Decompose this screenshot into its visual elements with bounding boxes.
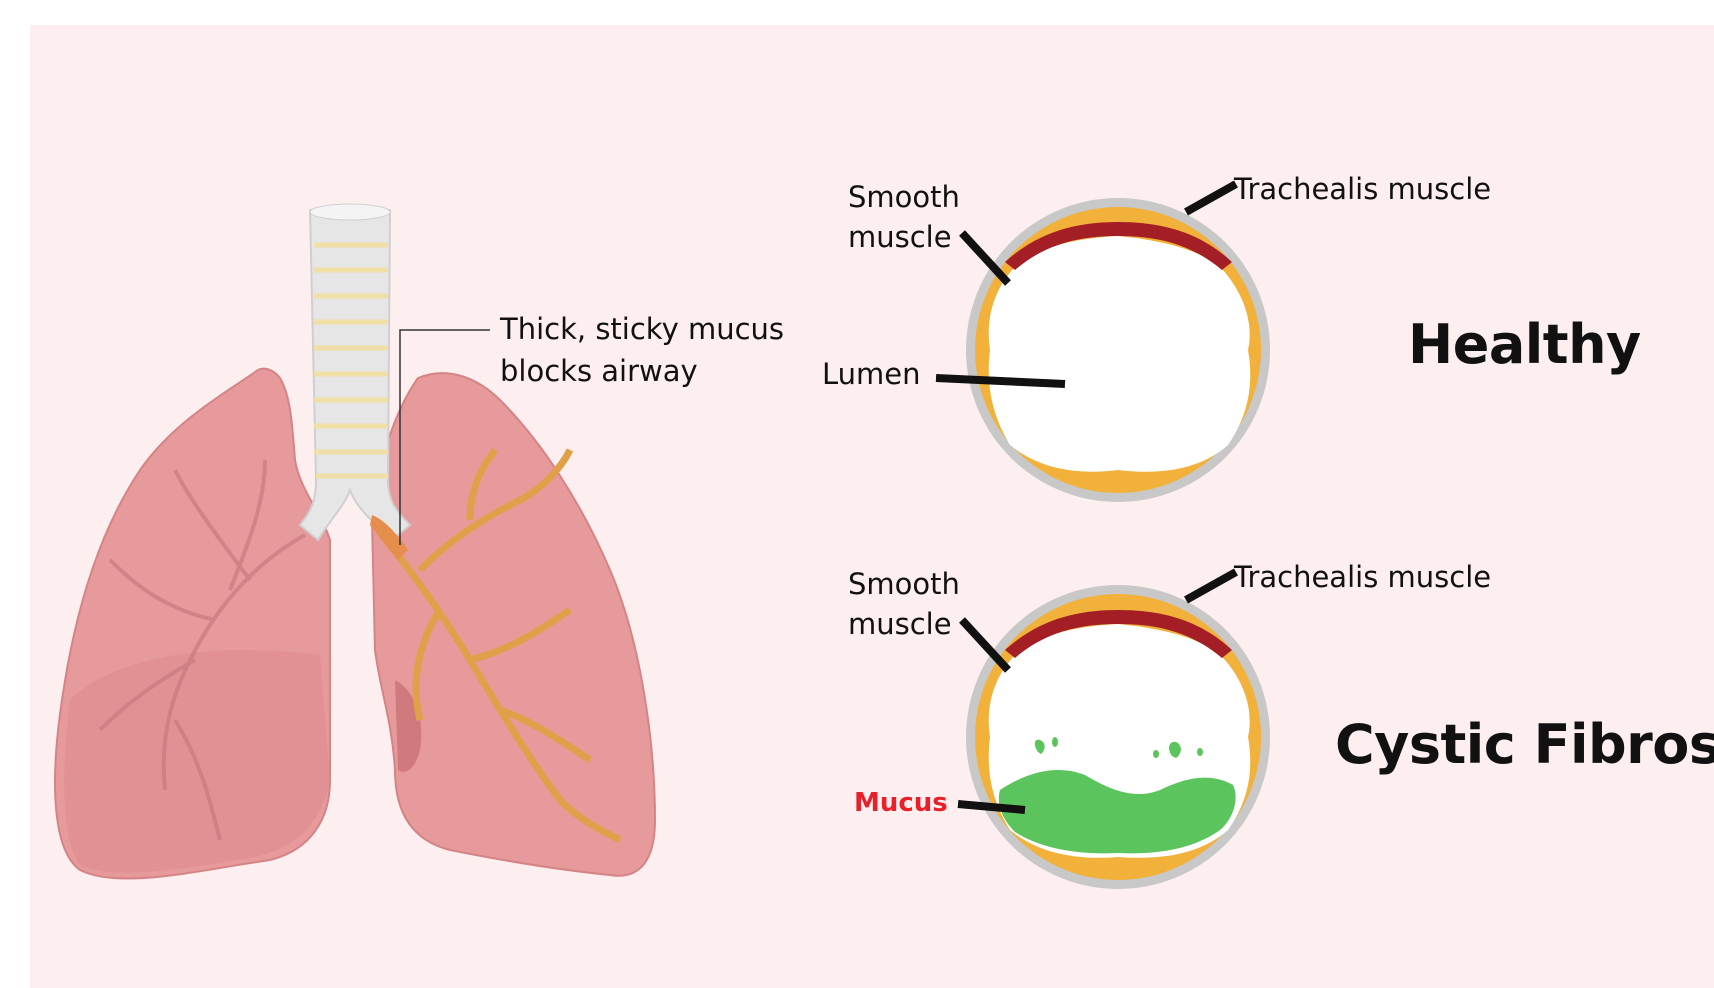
trachea-top <box>310 204 390 220</box>
healthy-smooth-muscle-label-line1: Smooth <box>848 180 960 215</box>
healthy-trachealis-label: Trachealis muscle <box>1234 172 1491 207</box>
cystic-airway <box>966 585 1270 889</box>
cystic-title: Cystic Fibrosis <box>1335 713 1714 778</box>
cystic-smooth-muscle-label-line2: muscle <box>848 607 952 642</box>
healthy-lumen-label: Lumen <box>822 357 921 392</box>
healthy-title: Healthy <box>1408 313 1641 378</box>
cystic-smooth-muscle-label-line1: Smooth <box>848 567 960 602</box>
healthy-smooth-muscle-label-line2: muscle <box>848 220 952 255</box>
cystic-mucus-label: Mucus <box>854 788 948 819</box>
lung-callout-label-line2: blocks airway <box>500 354 698 389</box>
healthy-lumen <box>989 236 1251 472</box>
cystic-trachealis-label: Trachealis muscle <box>1234 560 1491 595</box>
lung-callout-label-line1: Thick, sticky mucus <box>500 312 784 347</box>
healthy-airway <box>966 198 1270 502</box>
